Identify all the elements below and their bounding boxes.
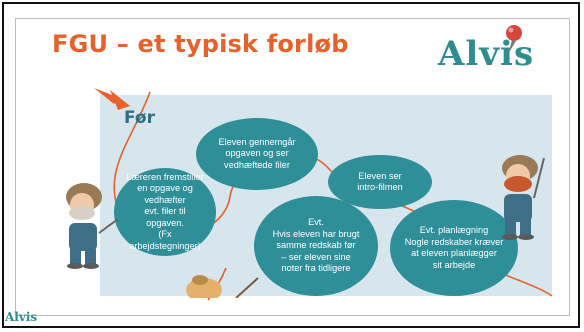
logo-text: Alvis xyxy=(438,34,535,74)
bubble-previous-notes: Evt. Hvis eleven har brugt samme redskab… xyxy=(254,196,378,296)
slide-title: FGU – et typisk forløb xyxy=(52,30,349,58)
map-pin-icon xyxy=(506,25,522,54)
character-left-illustration xyxy=(66,183,119,269)
bubble-review-assignment: Eleven gennemgår opgaven og ser vedhæfte… xyxy=(196,118,318,190)
alvis-logo: Alvis xyxy=(430,24,540,79)
character-bottom-illustration xyxy=(186,275,259,298)
bubble-planning: Evt. planlægning Nogle redskaber kræver … xyxy=(390,200,518,296)
panel-label: Før xyxy=(124,108,155,128)
bubble-watch-intro-film: Eleven ser intro-filmen xyxy=(328,155,432,209)
footer-logo: Alvis xyxy=(5,310,38,324)
character-right-illustration xyxy=(502,155,545,240)
red-arrow-icon xyxy=(94,88,130,110)
bubble-teacher-creates-assignment: Læreren fremstiller en opgave og vedhæft… xyxy=(114,168,216,256)
